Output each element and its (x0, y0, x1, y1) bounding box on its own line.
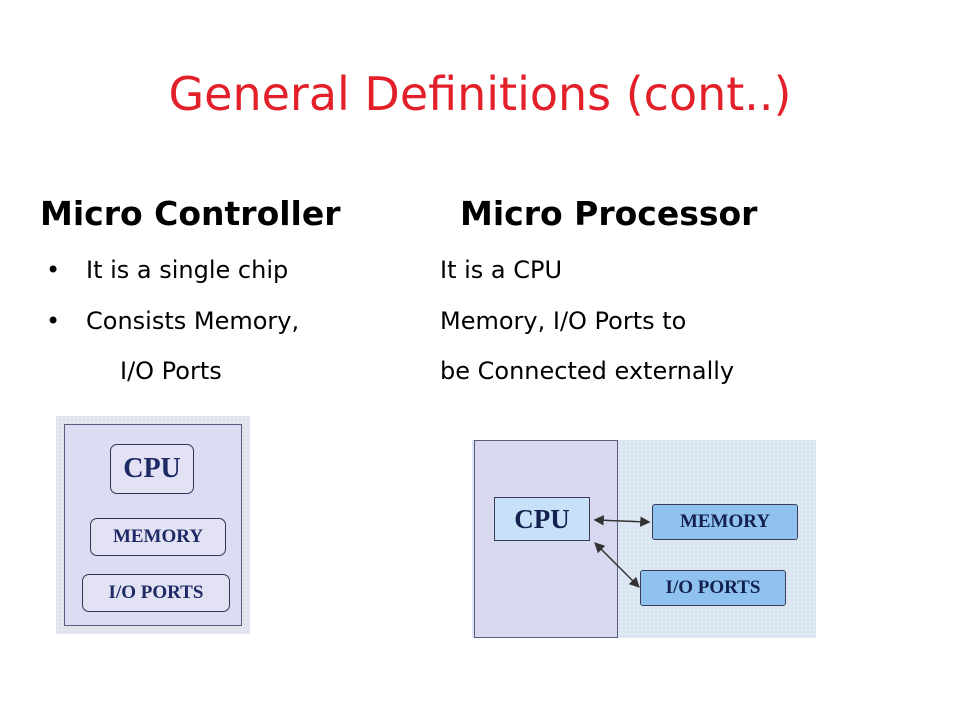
microcontroller-diagram: CPU MEMORY I/O PORTS (56, 416, 250, 634)
mc-line-1: It is a single chip (86, 256, 289, 284)
mp-memory-box: MEMORY (652, 504, 798, 540)
mc-line-2: Consists Memory, (86, 307, 300, 335)
mc-io-ports-box: I/O PORTS (82, 574, 230, 612)
mp-line-1: It is a CPU (440, 256, 563, 284)
heading-micro-processor: Micro Processor (460, 194, 758, 233)
connection-arrows (593, 515, 651, 588)
bullet-icon: • (46, 256, 61, 284)
mp-line-3: be Connected externally (440, 357, 735, 385)
mp-io-ports-box: I/O PORTS (640, 570, 786, 606)
microprocessor-diagram: CPU MEMORY I/O PORTS (472, 440, 816, 638)
mp-line-2: Memory, I/O Ports to (440, 307, 687, 335)
io-to-cpu-arrow (594, 542, 639, 587)
mc-memory-box: MEMORY (90, 518, 226, 556)
mp-cpu-box: CPU (494, 497, 590, 541)
bullet-icon: • (46, 307, 61, 335)
memory-to-cpu-arrow (593, 515, 649, 526)
mc-line-3: I/O Ports (120, 357, 222, 385)
mc-cpu-box: CPU (110, 444, 194, 494)
heading-micro-controller: Micro Controller (40, 194, 341, 233)
slide-title: General Definitions (cont..) (168, 67, 792, 121)
